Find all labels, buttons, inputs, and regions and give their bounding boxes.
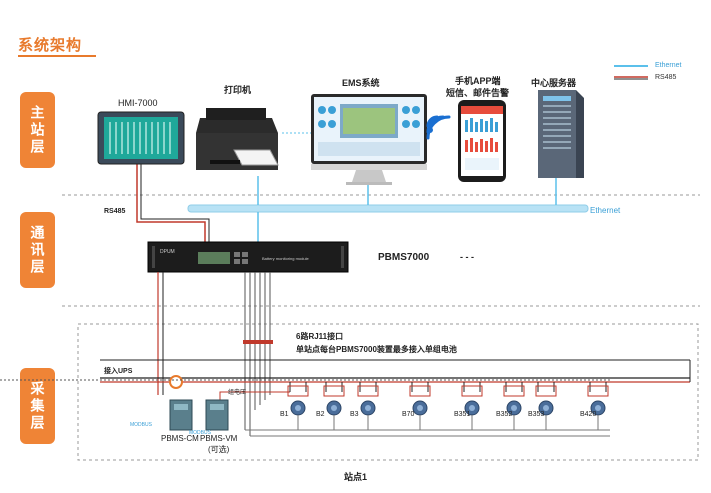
battery-label: B3 bbox=[350, 411, 359, 418]
pbms-cm-label: PBMS-CM bbox=[161, 434, 199, 443]
battery-label: B352 bbox=[496, 411, 513, 418]
group-voltage-line bbox=[219, 391, 290, 400]
pbms7000-device bbox=[147, 241, 349, 273]
app-label-line1: 手机APP端 bbox=[455, 76, 501, 86]
battery-cell bbox=[287, 382, 309, 430]
group-voltage-label: 组电压 bbox=[228, 390, 247, 396]
rj11-label-line1: 6路RJ11接口 bbox=[296, 332, 344, 341]
battery-cell bbox=[587, 382, 609, 430]
pbms-panel-text: Battery monitoring module bbox=[262, 256, 309, 261]
pbms-vm-label: PBMS-VM bbox=[200, 434, 238, 443]
layer-main-badge: 主站层 bbox=[20, 92, 55, 168]
pbms-vm-note: (可选) bbox=[208, 445, 230, 454]
legend-ethernet-label: Ethernet bbox=[655, 62, 682, 69]
battery-label: B420 bbox=[580, 411, 597, 418]
rj11-label-line2: 单站点每台PBMS7000装置最多接入单组电池 bbox=[296, 345, 457, 354]
title-underline bbox=[18, 55, 96, 57]
rj11-marker bbox=[243, 340, 273, 344]
ethernet-bus bbox=[187, 204, 589, 213]
pbms-brand: DPUM bbox=[160, 249, 175, 255]
ups-label: 接入UPS bbox=[104, 368, 133, 375]
battery-label: B353 bbox=[528, 411, 545, 418]
layer-comm-badge: 通讯层 bbox=[20, 212, 55, 288]
hmi-label: HMI-7000 bbox=[118, 98, 158, 108]
rs485-link-label: RS485 bbox=[104, 208, 126, 215]
battery-cell bbox=[535, 382, 557, 430]
battery-label: B351 bbox=[454, 411, 471, 418]
wifi-icon bbox=[426, 115, 451, 140]
app-label-line2: 短信、邮件告警 bbox=[446, 88, 510, 98]
modbus-label-2: MODBUS bbox=[189, 430, 211, 436]
battery-label: B1 bbox=[280, 411, 289, 418]
legend-rs485-label: RS485 bbox=[655, 74, 677, 81]
battery-cell bbox=[357, 382, 379, 430]
modbus-label-1: MODBUS bbox=[130, 422, 152, 428]
battery-cell bbox=[323, 382, 345, 430]
printer-device bbox=[196, 108, 279, 170]
page-title: 系统架构 bbox=[18, 37, 83, 54]
layer-collect-badge: 采集层 bbox=[20, 368, 55, 444]
battery-cell bbox=[461, 382, 483, 430]
pbms-vm-device bbox=[205, 399, 229, 431]
battery-cell bbox=[409, 382, 431, 430]
battery-label: B2 bbox=[316, 411, 325, 418]
hmi-device bbox=[97, 111, 185, 165]
pbms-label: PBMS7000 bbox=[378, 252, 430, 263]
ems-label: EMS系统 bbox=[342, 78, 380, 88]
server-device bbox=[538, 90, 584, 178]
rj11-lines bbox=[244, 272, 271, 436]
phone-device bbox=[458, 100, 506, 182]
battery-label: B70 bbox=[402, 411, 415, 418]
pbms-dashes: - - - bbox=[460, 252, 474, 262]
ems-monitor bbox=[311, 94, 427, 185]
server-label: 中心服务器 bbox=[531, 78, 577, 88]
battery-string bbox=[0, 379, 610, 430]
printer-label: 打印机 bbox=[224, 85, 252, 95]
rs485-line-black bbox=[140, 163, 210, 242]
rs485-line-red bbox=[136, 163, 206, 242]
pbms-cm-device bbox=[169, 399, 193, 431]
battery-cell bbox=[503, 382, 525, 430]
ethernet-bus-label: Ethernet bbox=[590, 206, 621, 215]
current-sensor bbox=[169, 375, 183, 389]
legend-lines bbox=[614, 65, 648, 80]
station-label: 站点1 bbox=[344, 472, 368, 482]
